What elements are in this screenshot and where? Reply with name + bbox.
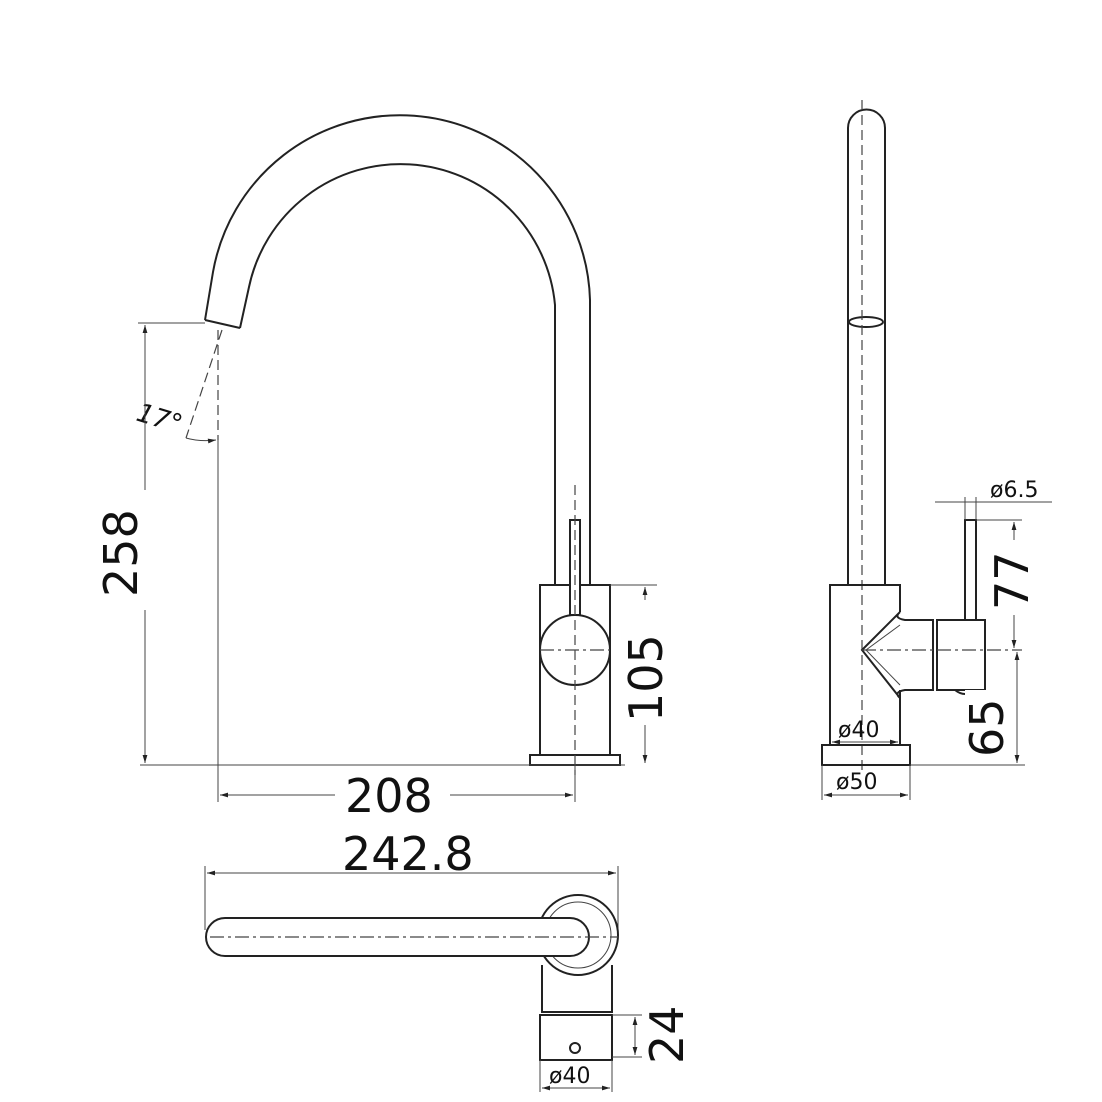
- lever-axis-height-label: 65: [960, 698, 1014, 757]
- side-base: [821, 744, 911, 766]
- screw-hole: [569, 1042, 581, 1054]
- body-height-label: 105: [619, 634, 673, 722]
- top-base-diameter-label: ø40: [549, 1064, 590, 1089]
- height-label: 258: [94, 509, 148, 597]
- body-diameter-label: ø40: [838, 718, 879, 743]
- top-body: [541, 965, 613, 1013]
- base-height-label: 24: [640, 1005, 694, 1064]
- overall-length-label: 242.8: [342, 827, 474, 881]
- reach-label: 208: [345, 769, 433, 823]
- water-flow-line: [185, 329, 223, 439]
- base-diameter-label: ø50: [836, 770, 877, 795]
- front-view: 17° 258 105 208: [94, 114, 673, 823]
- spout-inner-edge: [239, 163, 556, 585]
- handle-sleeve: [936, 619, 986, 691]
- side-body: [829, 584, 901, 746]
- top-base: [539, 1014, 613, 1061]
- spout-side: [847, 108, 886, 585]
- side-lever: [964, 519, 977, 621]
- spout-outer-edge: [204, 114, 591, 585]
- lever-height-label: 77: [985, 551, 1039, 610]
- handle-cone: [860, 611, 934, 699]
- cone-line: [865, 624, 901, 651]
- top-view: 242.8 24 ø40: [204, 827, 694, 1092]
- angle-arc: [185, 437, 217, 444]
- lever-diameter-label: ø6.5: [990, 478, 1038, 503]
- aerator: [848, 316, 884, 328]
- cone-line: [865, 649, 901, 686]
- spout-tip: [204, 319, 241, 329]
- spout-angle-label: 17°: [133, 398, 186, 440]
- side-view: ø6.5 77 65 ø40 ø50: [821, 100, 1052, 800]
